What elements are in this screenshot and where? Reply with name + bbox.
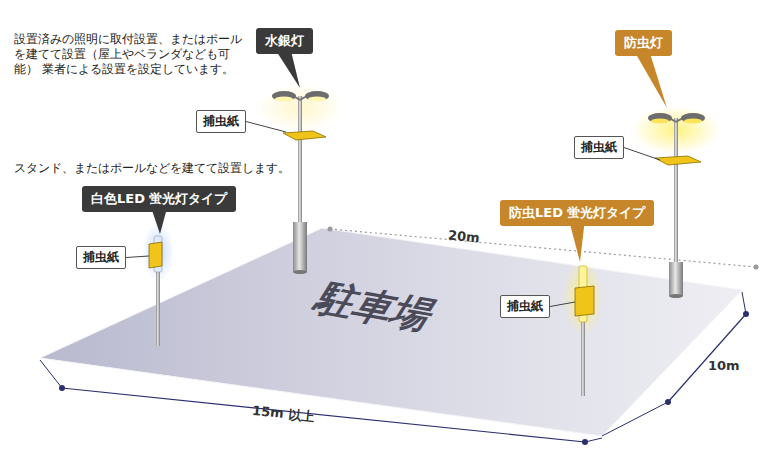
node-text: 水銀灯 — [265, 33, 304, 48]
callout-box: 防虫LED 蛍光灯タイプ — [500, 200, 654, 226]
dimension-line — [62, 388, 585, 442]
callout-box: 防虫灯 — [615, 30, 672, 56]
dimension-label: 20m — [447, 228, 480, 246]
callout-pointer — [570, 225, 584, 262]
dimension-line — [330, 229, 756, 267]
dimension-dot — [743, 311, 749, 317]
node-text: 捕虫紙 — [507, 299, 543, 313]
mercury-lamp — [256, 84, 344, 274]
dimension-label: 10m — [708, 358, 740, 373]
white-led-lamp — [142, 222, 174, 346]
note-text: スタンド、またはポールなどを建てて設置します。 — [14, 161, 290, 176]
leader-line — [126, 256, 149, 258]
paper-label: 捕虫紙 — [500, 295, 550, 318]
callout-pointer — [278, 53, 301, 88]
node-text: 捕虫紙 — [203, 114, 239, 128]
paper-label: 捕虫紙 — [574, 136, 624, 159]
node-text: 捕虫紙 — [581, 140, 617, 154]
callout-box: 白色LED 蛍光灯タイプ — [82, 186, 236, 212]
dimension-dot — [582, 439, 588, 445]
callout-box: 水銀灯 — [256, 28, 313, 54]
extension-line — [602, 402, 668, 436]
leader-line — [550, 302, 575, 307]
node-text: 捕虫紙 — [83, 250, 119, 264]
node-text: 防虫灯 — [624, 35, 663, 50]
dimension-line — [668, 314, 746, 402]
paper-label: 捕虫紙 — [76, 246, 126, 269]
dimension-dot — [59, 385, 65, 391]
paper-label: 捕虫紙 — [196, 110, 246, 133]
dimension-dot — [665, 399, 671, 405]
callout-pointer — [152, 211, 166, 234]
extension-line — [742, 292, 746, 314]
node-text: 防虫LED 蛍光灯タイプ — [509, 205, 645, 220]
leader-line — [246, 122, 286, 133]
leader-line — [624, 148, 660, 161]
insect-led-lamp — [563, 260, 603, 396]
node-text: 白色LED 蛍光灯タイプ — [91, 191, 227, 206]
dimension-dot — [328, 227, 333, 232]
dimension-dot — [754, 265, 759, 270]
note-text: 設置済みの照明に取付設置、またはポール を建てて設置（屋上やベランダなども可能）… — [14, 32, 250, 77]
dimension-label: 15m 以上 — [251, 402, 315, 426]
callout-pointer — [637, 55, 668, 108]
extension-line — [40, 360, 62, 388]
